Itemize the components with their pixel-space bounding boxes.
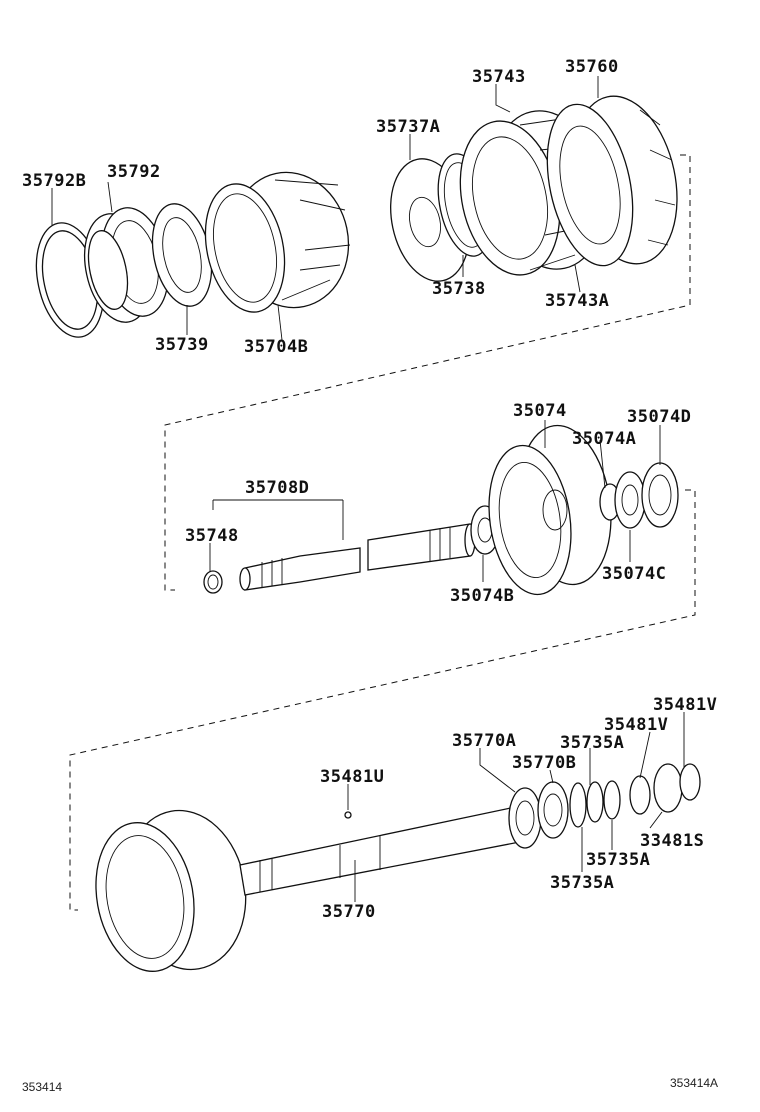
label-35792: 35792 xyxy=(107,162,161,182)
label-35074C: 35074C xyxy=(602,564,667,584)
bearing-35074D xyxy=(641,462,679,528)
label-35737A: 35737A xyxy=(376,117,441,137)
label-35074B: 35074B xyxy=(450,586,515,606)
label-35481U: 35481U xyxy=(320,767,385,787)
label-35735A-1: 35735A xyxy=(560,733,625,753)
label-35760: 35760 xyxy=(565,57,619,77)
label-35708D: 35708D xyxy=(245,478,310,498)
label-35770: 35770 xyxy=(322,902,376,922)
label-35735A-3: 35735A xyxy=(550,873,615,893)
label-35748: 35748 xyxy=(185,526,239,546)
leader-lines xyxy=(51,76,685,902)
ball-35481U xyxy=(344,811,352,819)
label-35743: 35743 xyxy=(472,67,526,87)
label-35792B: 35792B xyxy=(22,171,87,191)
label-33481S: 33481S xyxy=(640,831,705,851)
shaft-35708D xyxy=(239,523,476,591)
drum-shaft-35770 xyxy=(95,803,534,972)
label-35074A: 35074A xyxy=(572,429,637,449)
label-35735A-2: 35735A xyxy=(586,850,651,870)
drum-35760 xyxy=(546,95,678,267)
label-35481V-1: 35481V xyxy=(653,695,718,715)
group-boundary-1 xyxy=(164,154,691,591)
figure-code-left: 353414 xyxy=(22,1080,63,1094)
label-35074D: 35074D xyxy=(627,407,692,427)
gear-33481S xyxy=(653,763,701,813)
label-35743A: 35743A xyxy=(545,291,610,311)
ring-gear-35074 xyxy=(488,424,612,596)
label-35738: 35738 xyxy=(432,279,486,299)
rings-35735A xyxy=(569,775,651,828)
bearing-35770A xyxy=(508,787,542,849)
race-35770B xyxy=(537,781,569,839)
label-35770B: 35770B xyxy=(512,753,577,773)
group-boundary-2 xyxy=(69,489,696,911)
label-35739: 35739 xyxy=(155,335,209,355)
gear-35704B xyxy=(204,171,351,313)
label-35704B: 35704B xyxy=(244,337,309,357)
label-35770A: 35770A xyxy=(452,731,517,751)
label-35074: 35074 xyxy=(513,401,567,421)
bearing-35792 xyxy=(84,207,169,323)
race-35074C xyxy=(614,471,646,529)
bushing-35748 xyxy=(203,570,223,594)
figure-code-right: 353414A xyxy=(670,1076,719,1090)
label-35481V-2: 35481V xyxy=(604,715,669,735)
